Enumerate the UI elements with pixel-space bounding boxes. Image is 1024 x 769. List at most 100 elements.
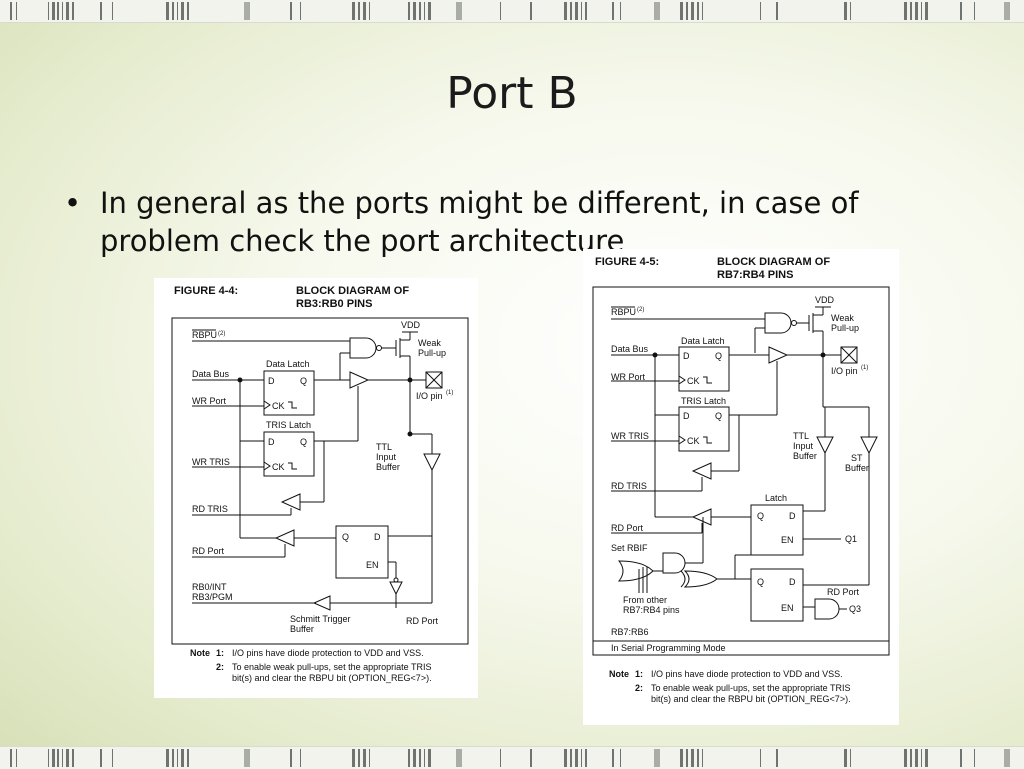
svg-text:RB7:RB6: RB7:RB6 [611, 627, 649, 637]
st-buffer [860, 436, 878, 455]
svg-text:Input: Input [376, 452, 397, 462]
svg-text:EN: EN [781, 535, 794, 545]
svg-text:(2): (2) [218, 331, 225, 337]
data-latch-box [678, 346, 730, 392]
tris-latch-box [263, 431, 315, 477]
svg-text:RD Port: RD Port [192, 546, 225, 556]
svg-text:2:: 2: [635, 683, 643, 693]
svg-text:From other: From other [623, 595, 667, 605]
output-buffer [349, 371, 370, 389]
ttl-buffer [423, 453, 441, 472]
svg-text:D: D [683, 351, 690, 361]
svg-text:VDD: VDD [401, 320, 421, 330]
svg-text:I/O pins have diode protection: I/O pins have diode protection to VDD an… [232, 648, 424, 658]
svg-text:Data Latch: Data Latch [681, 336, 725, 346]
svg-text:D: D [268, 437, 275, 447]
xor-gate [683, 570, 718, 588]
svg-text:Q1: Q1 [845, 534, 857, 544]
block-diagram-rb7-rb4: FIGURE 4-5: BLOCK DIAGRAM OF RB7:RB4 PIN… [592, 256, 890, 704]
svg-text:Data Latch: Data Latch [266, 359, 310, 369]
svg-text:D: D [268, 376, 275, 386]
svg-text:TRIS Latch: TRIS Latch [266, 420, 311, 430]
bottom-decorative-stripe [0, 746, 1024, 769]
rd-tris-buffer [280, 493, 301, 511]
svg-text:CK: CK [687, 436, 700, 446]
svg-text:TRIS Latch: TRIS Latch [681, 396, 726, 406]
and-gate [662, 552, 686, 574]
latch-box [750, 504, 804, 556]
svg-text:Q: Q [300, 437, 307, 447]
svg-text:CK: CK [272, 462, 285, 472]
svg-text:RB3/PGM: RB3/PGM [192, 592, 233, 602]
svg-text:Weak: Weak [418, 338, 441, 348]
block-diagram-rb3-rb0: FIGURE 4-4: BLOCK DIAGRAM OF RB3:RB0 PIN… [171, 285, 469, 683]
svg-text:Q3: Q3 [849, 604, 861, 614]
svg-text:RD TRIS: RD TRIS [192, 504, 228, 514]
figure-number: FIGURE 4-4: [174, 285, 238, 297]
svg-text:2:: 2: [216, 662, 224, 672]
ttl-buffer [816, 436, 834, 455]
svg-text:1:: 1: [635, 669, 643, 679]
latch2-box [750, 568, 804, 622]
schmitt-trigger-buffer [312, 595, 331, 611]
svg-text:Buffer: Buffer [290, 624, 314, 634]
nand-gate [764, 312, 792, 334]
svg-text:RB7:RB4 pins: RB7:RB4 pins [623, 605, 680, 615]
svg-text:Latch: Latch [765, 493, 787, 503]
svg-text:Q: Q [757, 511, 764, 521]
diagram-frame [171, 317, 469, 645]
svg-text:Buffer: Buffer [376, 462, 400, 472]
svg-text:Q: Q [342, 532, 349, 542]
svg-text:Pull-up: Pull-up [418, 348, 446, 358]
label-rbpu: RBPU [192, 330, 217, 340]
svg-text:(2): (2) [637, 307, 644, 313]
figure-rb7-rb4: FIGURE 4-5: BLOCK DIAGRAM OF RB7:RB4 PIN… [583, 249, 899, 725]
top-decorative-stripe [0, 0, 1024, 23]
svg-text:FIGURE 4-5:: FIGURE 4-5: [595, 256, 659, 268]
figure-title-line1: BLOCK DIAGRAM OF [296, 285, 409, 297]
svg-text:Set RBIF: Set RBIF [611, 543, 648, 553]
svg-text:Pull-up: Pull-up [831, 323, 859, 333]
svg-text:Q: Q [715, 411, 722, 421]
svg-text:RD Port: RD Port [611, 523, 644, 533]
svg-text:Note: Note [609, 669, 629, 679]
svg-text:To enable weak pull-ups, set t: To enable weak pull-ups, set the appropr… [651, 683, 850, 693]
svg-text:RD Port: RD Port [827, 587, 860, 597]
svg-text:EN: EN [781, 603, 794, 613]
rd-port-inverter [389, 581, 403, 596]
input-latch-box [335, 525, 389, 579]
diagram-frame [592, 286, 890, 656]
svg-text:BLOCK DIAGRAM OF: BLOCK DIAGRAM OF [717, 256, 830, 268]
and-gate-q3 [814, 598, 840, 620]
bullet-text: In general as the ports might be differe… [100, 186, 859, 258]
stripe-pattern-top [10, 2, 1010, 20]
svg-text:RBPU: RBPU [611, 307, 636, 317]
svg-text:TTL: TTL [793, 431, 809, 441]
slide-title: Port B [446, 68, 578, 119]
svg-text:RB0/INT: RB0/INT [192, 582, 227, 592]
svg-text:Data Bus: Data Bus [611, 344, 649, 354]
svg-text:Schmitt Trigger: Schmitt Trigger [290, 614, 351, 624]
svg-text:Q: Q [300, 376, 307, 386]
rd-tris-buffer [691, 462, 712, 480]
svg-text:Note: Note [190, 648, 210, 658]
svg-text:Buffer: Buffer [845, 463, 869, 473]
output-buffer [768, 346, 789, 364]
svg-text:WR TRIS: WR TRIS [611, 431, 649, 441]
svg-text:In Serial Programming Mode: In Serial Programming Mode [611, 643, 726, 653]
svg-text:bit(s) and clear the RBPU bit: bit(s) and clear the RBPU bit (OPTION_RE… [651, 694, 851, 704]
svg-text:RB7:RB4 PINS: RB7:RB4 PINS [717, 269, 793, 281]
svg-text:WR Port: WR Port [611, 372, 646, 382]
svg-text:Data Bus: Data Bus [192, 369, 230, 379]
svg-text:WR Port: WR Port [192, 396, 227, 406]
svg-text:Q: Q [715, 351, 722, 361]
svg-text:VDD: VDD [815, 295, 835, 305]
tris-latch-box [678, 406, 730, 452]
rd-port-buffer [691, 508, 712, 526]
svg-text:CK: CK [687, 376, 700, 386]
data-latch-box [263, 370, 315, 416]
svg-text:TTL: TTL [376, 442, 392, 452]
svg-text:RD TRIS: RD TRIS [611, 481, 647, 491]
rd-port-buffer [274, 529, 295, 547]
svg-text:To enable weak pull-ups, set t: To enable weak pull-ups, set the appropr… [232, 662, 431, 672]
